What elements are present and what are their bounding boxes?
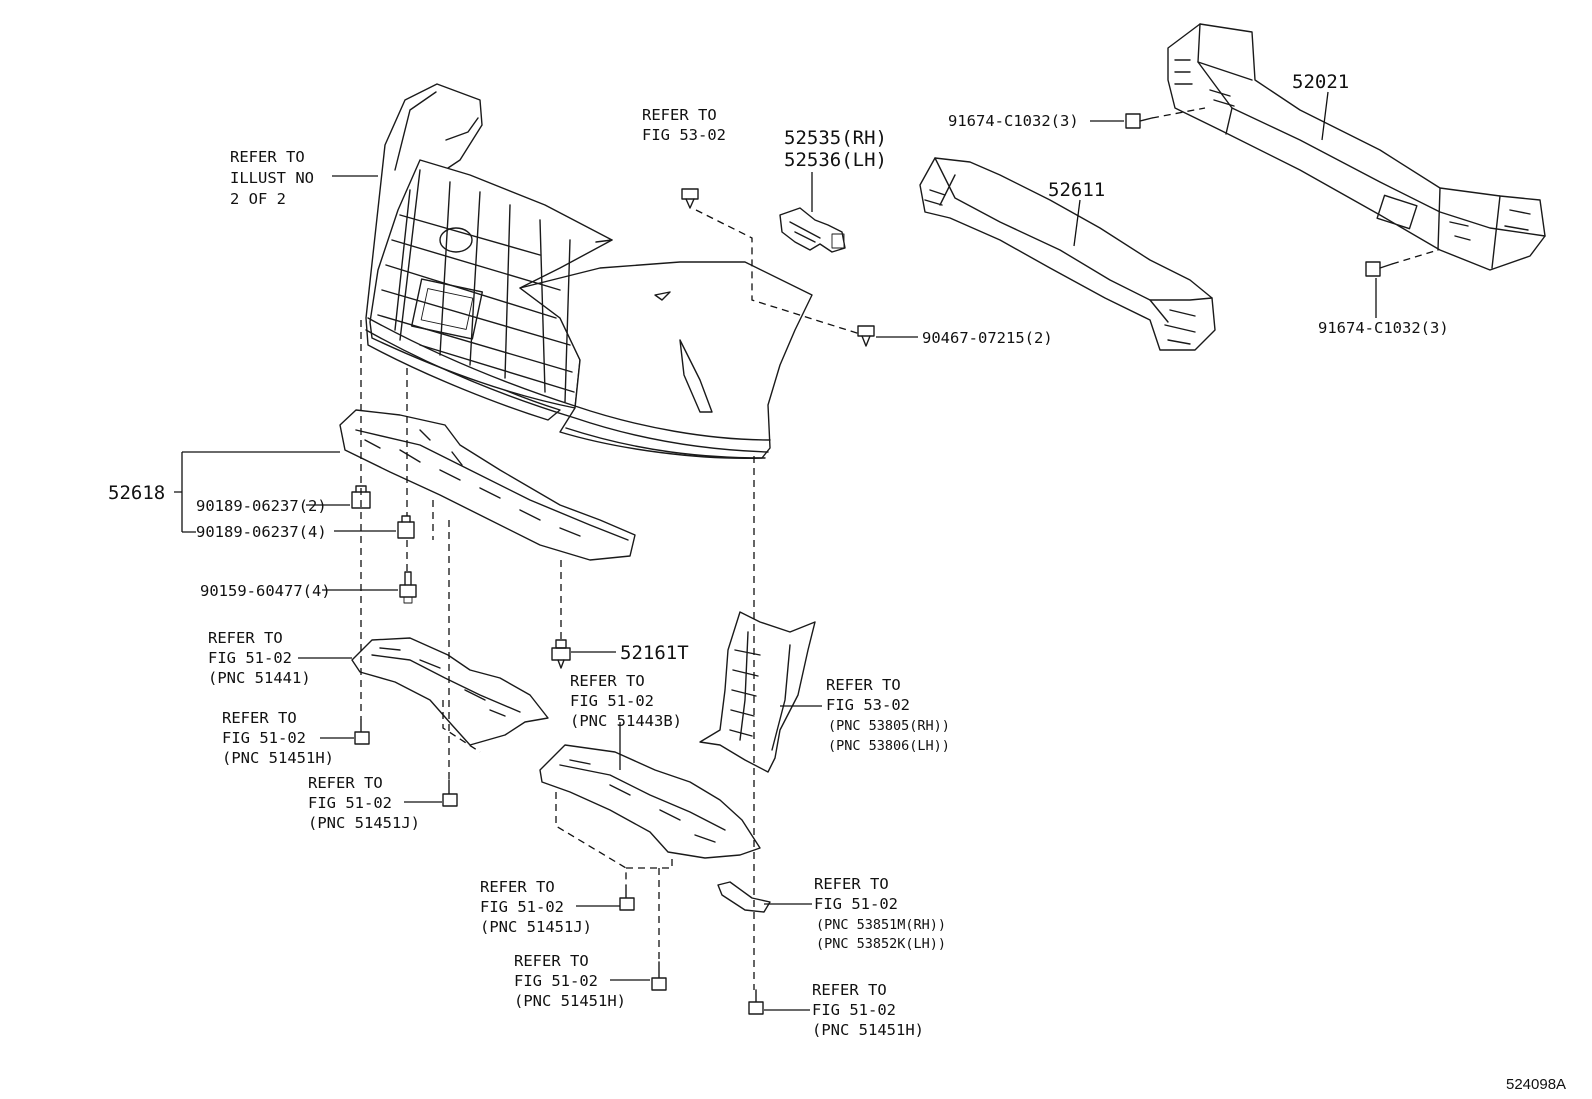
label-nut-90189-a: 90189-06237(2) (196, 497, 327, 515)
front-bumper-cover (365, 83, 813, 459)
svg-text:FIG 51-02: FIG 51-02 (208, 649, 292, 667)
screw-51451H-left-icon (354, 719, 370, 745)
svg-text:REFER TO: REFER TO (222, 709, 297, 727)
bolt-90159-icon (399, 571, 417, 604)
label-refer-illust: REFER TO ILLUST NO 2 OF 2 (230, 148, 314, 208)
clip-52161T-icon (551, 639, 571, 669)
svg-text:FIG 51-02: FIG 51-02 (814, 895, 898, 913)
clip-5302-icon (681, 188, 699, 209)
label-bolt-90159: 90159-60477(4) (200, 582, 331, 600)
figure-id: 524098A (1506, 1076, 1566, 1093)
label-refer-fig5302-top: REFER TO FIG 53-02 (642, 106, 726, 144)
bracket-53851M (717, 881, 771, 913)
label-refer-51451H-left: REFER TO FIG 51-02 (PNC 51451H) (222, 709, 334, 767)
retainer-bracket-52535 (779, 207, 846, 253)
svg-text:REFER TO: REFER TO (826, 676, 901, 694)
label-part-52161T: 52161T (620, 642, 689, 664)
label-clip-90467: 90467-07215(2) (922, 329, 1053, 347)
svg-text:REFER TO: REFER TO (480, 878, 555, 896)
svg-text:(PNC 51451H): (PNC 51451H) (514, 992, 626, 1010)
bolt-91674-right-icon (1365, 261, 1393, 277)
energy-absorber-52611 (919, 157, 1216, 351)
svg-text:REFER TO: REFER TO (812, 981, 887, 999)
label-refer-5380x: REFER TO FIG 53-02 (PNC 53805(RH)) (PNC … (826, 676, 950, 754)
svg-text:(PNC 53805(RH)): (PNC 53805(RH)) (828, 718, 950, 734)
svg-text:REFER TO: REFER TO (814, 875, 889, 893)
label-bolt-91674-right: 91674-C1032(3) (1318, 319, 1449, 337)
svg-text:(PNC 51451H): (PNC 51451H) (812, 1021, 924, 1039)
svg-text:FIG 51-02: FIG 51-02 (514, 972, 598, 990)
nut-90189-b-icon (397, 515, 415, 539)
label-refer-51441: REFER TO FIG 51-02 (PNC 51441) (208, 629, 311, 687)
label-refer-5385x: REFER TO FIG 51-02 (PNC 53851M(RH)) (PNC… (814, 875, 946, 952)
clip-90467-icon (857, 325, 875, 347)
svg-text:REFER TO: REFER TO (208, 629, 283, 647)
svg-text:FIG 51-02: FIG 51-02 (308, 794, 392, 812)
screw-51451H-mid-icon (651, 961, 667, 991)
under-cover-51443B (539, 744, 761, 859)
label-part-52536: 52536(LH) (784, 149, 887, 171)
svg-text:(PNC 51451H): (PNC 51451H) (222, 749, 334, 767)
svg-text:(PNC 51451J): (PNC 51451J) (308, 814, 420, 832)
screw-51451H-right-icon (748, 989, 764, 1015)
label-part-52535: 52535(RH) (784, 127, 887, 149)
label-refer-51451J-mid: REFER TO FIG 51-02 (PNC 51451J) (480, 878, 592, 936)
label-refer-51451H-right: REFER TO FIG 51-02 (PNC 51451H) (812, 981, 924, 1039)
screw-51451J-mid-icon (619, 885, 635, 911)
label-part-52611: 52611 (1048, 179, 1105, 201)
svg-text:REFER TO: REFER TO (642, 106, 717, 124)
label-refer-51443B: REFER TO FIG 51-02 (PNC 51443B) (570, 672, 682, 730)
svg-text:(PNC 51451J): (PNC 51451J) (480, 918, 592, 936)
label-bolt-91674-top: 91674-C1032(3) (948, 112, 1079, 130)
svg-text:FIG 53-02: FIG 53-02 (826, 696, 910, 714)
svg-text:(PNC 51443B): (PNC 51443B) (570, 712, 682, 730)
svg-text:REFER TO: REFER TO (308, 774, 383, 792)
svg-text:(PNC 53851M(RH)): (PNC 53851M(RH)) (816, 917, 946, 933)
label-part-52618: 52618 (108, 482, 165, 504)
assembly-dashes (360, 107, 1439, 990)
label-refer-51451J-left: REFER TO FIG 51-02 (PNC 51451J) (308, 774, 420, 832)
svg-text:REFER TO: REFER TO (570, 672, 645, 690)
svg-text:ILLUST NO: ILLUST NO (230, 169, 314, 187)
fender-liner-53805 (699, 611, 816, 773)
svg-text:FIG 53-02: FIG 53-02 (642, 126, 726, 144)
label-refer-51451H-mid: REFER TO FIG 51-02 (PNC 51451H) (514, 952, 626, 1010)
svg-text:FIG 51-02: FIG 51-02 (222, 729, 306, 747)
svg-text:(PNC 53806(LH)): (PNC 53806(LH)) (828, 738, 950, 754)
svg-text:REFER TO: REFER TO (230, 148, 305, 166)
bolt-91674-top-icon (1125, 113, 1153, 129)
under-cover-52618 (339, 409, 636, 561)
label-nut-90189-b: 90189-06237(4) (196, 523, 327, 541)
svg-text:(PNC 53852K(LH)): (PNC 53852K(LH)) (816, 936, 946, 952)
leader-lines (174, 91, 1377, 1011)
under-cover-51441 (351, 637, 549, 746)
svg-text:2 OF 2: 2 OF 2 (230, 190, 286, 208)
svg-text:REFER TO: REFER TO (514, 952, 589, 970)
label-part-52021: 52021 (1292, 71, 1349, 93)
bumper-reinforcement-52021 (1167, 23, 1546, 271)
svg-text:FIG 51-02: FIG 51-02 (812, 1001, 896, 1019)
svg-text:(PNC 51441): (PNC 51441) (208, 669, 311, 687)
svg-text:FIG 51-02: FIG 51-02 (480, 898, 564, 916)
screw-51451J-left-icon (442, 779, 458, 807)
svg-text:FIG 51-02: FIG 51-02 (570, 692, 654, 710)
